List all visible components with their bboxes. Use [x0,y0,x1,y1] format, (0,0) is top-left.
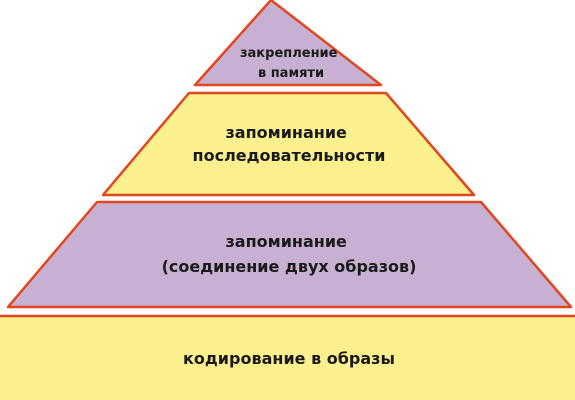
tier-3-label: запоминание (соединение двух образов) [162,232,417,276]
tier-3-shape [6,200,573,309]
tier-2-label: запоминание последовательности [193,123,386,165]
tier-3-line-1: запоминание [226,232,348,251]
tier-1-line-1: закрепление [240,46,338,61]
tier-1-line-2: в памяти [258,66,324,81]
tier-2-line-2: последовательности [193,146,386,165]
tier-2-line-1: запоминание [226,123,348,142]
tier-1-shape [193,0,383,87]
tier-4-label: кодирование в образы [183,349,395,368]
tier-4-line-1: кодирование в образы [183,349,395,368]
tier-3-line-2: (соединение двух образов) [162,257,417,276]
tier-2-shape [101,91,476,197]
tier-1-label: закрепление в памяти [240,46,342,81]
tier-4-shape [0,316,575,400]
